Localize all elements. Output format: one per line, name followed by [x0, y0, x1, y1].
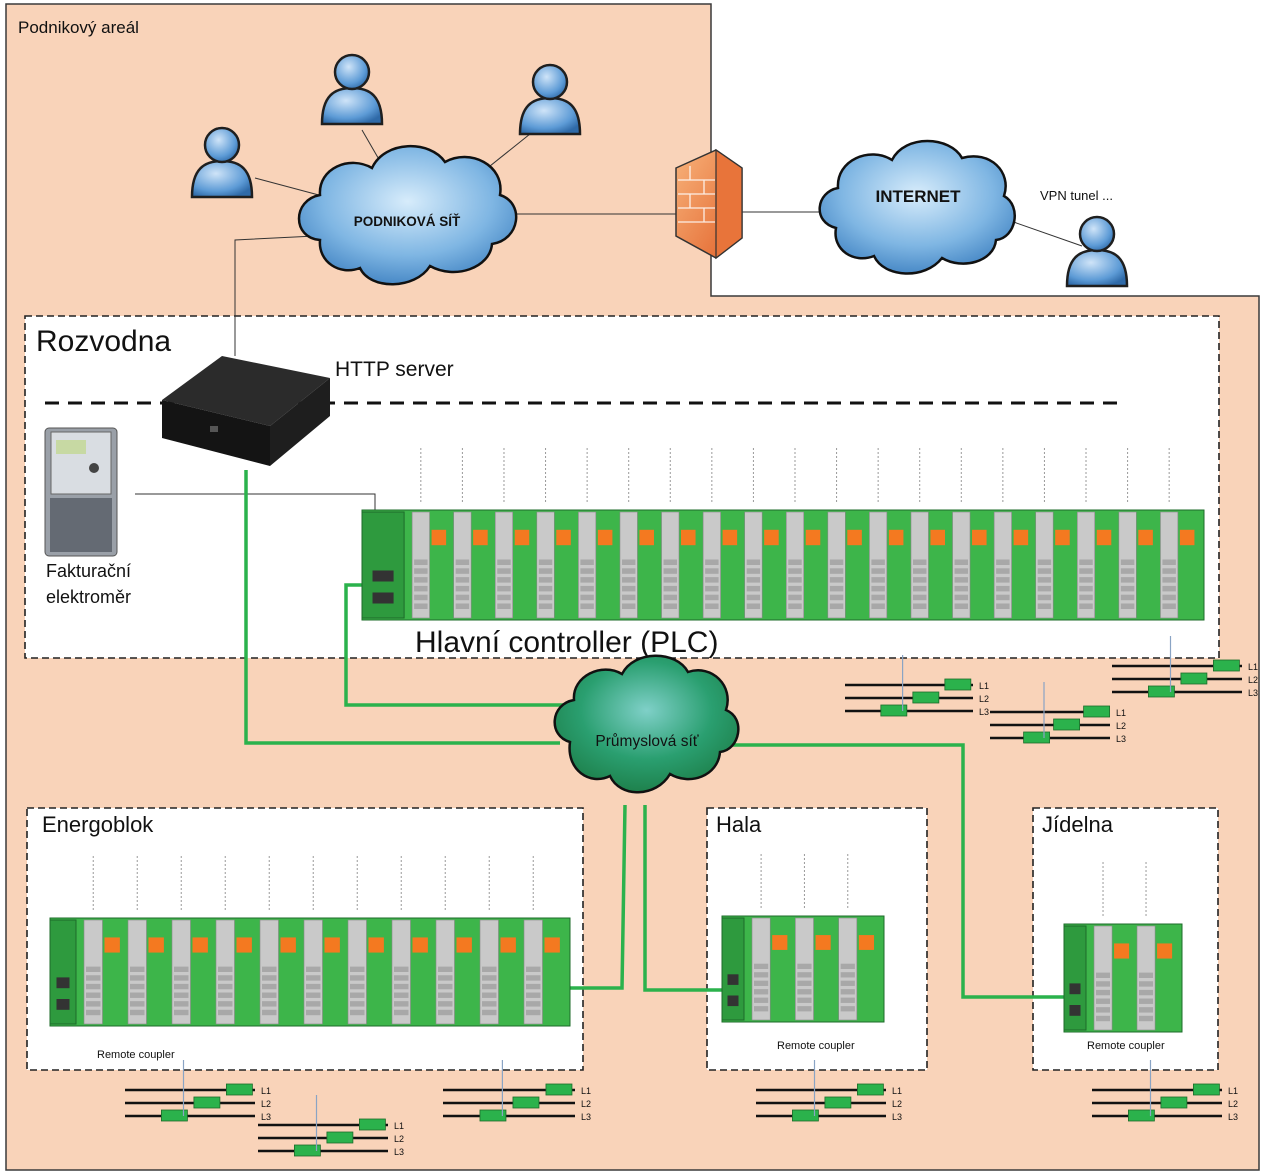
electricity-meter-icon — [44, 427, 118, 557]
industrial-network-cloud: Průmyslová síť — [553, 654, 740, 794]
internet-label: INTERNET — [876, 187, 962, 206]
phase-label: L3 — [1248, 688, 1258, 698]
plc-rack — [1063, 862, 1183, 1033]
phase-label: L1 — [892, 1086, 902, 1096]
remote-coupler-label: Remote coupler — [1087, 1040, 1165, 1052]
plc-rack — [721, 854, 885, 1023]
enterprise-network-label: PODNIKOVÁ SÍŤ — [354, 214, 461, 229]
phase-label: L1 — [1248, 662, 1258, 672]
internet-cloud: INTERNET — [818, 139, 1016, 275]
campus-area-label: Podnikový areál — [18, 18, 139, 37]
server-icon — [162, 356, 330, 466]
canteen-label: Jídelna — [1042, 812, 1114, 837]
phase-label: L3 — [394, 1147, 404, 1157]
phase-label: L1 — [1228, 1086, 1238, 1096]
enterprise-network-cloud: PODNIKOVÁ SÍŤ — [297, 144, 518, 286]
plc-rack — [361, 448, 1205, 621]
phase-label: L3 — [1228, 1112, 1238, 1122]
user-icon — [1065, 215, 1129, 288]
phase-label: L1 — [261, 1086, 271, 1096]
phase-label: L3 — [261, 1112, 271, 1122]
phase-label: L1 — [979, 681, 989, 691]
phase-label: L2 — [1248, 675, 1258, 685]
phase-label: L2 — [581, 1099, 591, 1109]
phase-label: L2 — [394, 1134, 404, 1144]
phase-label: L2 — [1116, 721, 1126, 731]
phase-label: L2 — [1228, 1099, 1238, 1109]
plc-rack — [49, 856, 571, 1027]
http-server-label: HTTP server — [335, 358, 454, 381]
industrial-links — [244, 470, 1070, 999]
meter-label-line2: elektroměr — [46, 587, 131, 607]
remote-coupler-label: Remote coupler — [97, 1049, 175, 1061]
phase-label: L1 — [581, 1086, 591, 1096]
remote-coupler-label: Remote coupler — [777, 1040, 855, 1052]
hall-label: Hala — [716, 812, 762, 837]
energoblock-label: Energoblok — [42, 812, 154, 837]
firewall-icon — [675, 148, 743, 260]
industrial-network-label: Průmyslová síť — [595, 733, 698, 750]
phase-label: L2 — [261, 1099, 271, 1109]
switchroom-label: Rozvodna — [36, 325, 171, 358]
phase-label: L3 — [892, 1112, 902, 1122]
phase-label: L3 — [979, 707, 989, 717]
phase-label: L2 — [979, 694, 989, 704]
plc-label: Hlavní controller (PLC) — [415, 626, 718, 659]
phase-label: L3 — [1116, 734, 1126, 744]
phase-label: L1 — [394, 1121, 404, 1131]
vpn-tunnel-label: VPN tunel ... — [1040, 188, 1113, 203]
phase-label: L2 — [892, 1099, 902, 1109]
phase-label: L3 — [581, 1112, 591, 1122]
meter-label-line1: Fakturační — [46, 561, 131, 581]
phase-label: L1 — [1116, 708, 1126, 718]
